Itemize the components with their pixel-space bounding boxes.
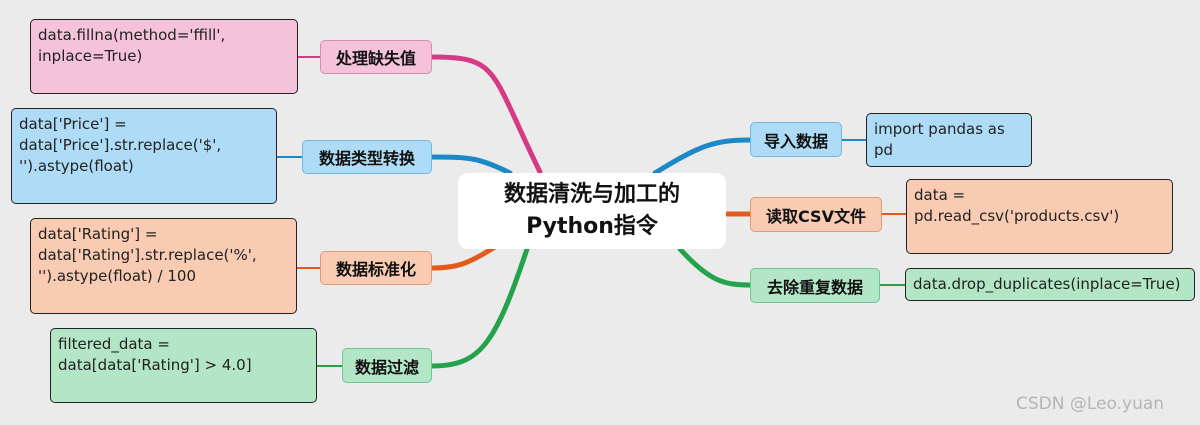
branch-line-filter	[429, 246, 530, 369]
topic-dtype-conversion[interactable]: 数据类型转换	[302, 140, 432, 174]
topic-import-data[interactable]: 导入数据	[750, 122, 842, 157]
code-note-dtype-conversion: data['Price'] = data['Price'].str.replac…	[11, 108, 277, 204]
watermark: CSDN @Leo.yuan	[1016, 394, 1165, 414]
code-note-normalization: data['Rating'] = data['Rating'].str.repl…	[30, 218, 297, 314]
topic-filtering[interactable]: 数据过滤	[342, 348, 432, 383]
code-note-filtering: filtered_data = data[data['Rating'] > 4.…	[50, 328, 317, 403]
central-topic[interactable]: 数据清洗与加工的 Python指令	[458, 173, 726, 249]
branch-line-dedupe	[677, 246, 753, 288]
code-note-import-data: import pandas as pd	[866, 113, 1032, 167]
branch-lines	[276, 54, 907, 369]
branch-line-missing	[429, 54, 543, 175]
topic-normalization[interactable]: 数据标准化	[320, 251, 432, 285]
branch-line-normalize	[429, 244, 498, 271]
code-note-missing-values: data.fillna(method='ffill', inplace=True…	[30, 19, 298, 94]
branch-line-dtype	[429, 154, 513, 176]
topic-remove-duplicates[interactable]: 去除重复数据	[750, 268, 880, 303]
code-note-remove-duplicates: data.drop_duplicates(inplace=True)	[905, 268, 1195, 301]
topic-missing-values[interactable]: 处理缺失值	[320, 40, 432, 74]
central-topic-line-1: 数据清洗与加工的	[503, 182, 680, 207]
code-note-read-csv: data = pd.read_csv('products.csv')	[906, 179, 1173, 254]
branch-line-import	[652, 137, 753, 176]
topic-read-csv[interactable]: 读取CSV文件	[750, 197, 882, 232]
central-topic-line-2: Python指令	[526, 214, 658, 239]
